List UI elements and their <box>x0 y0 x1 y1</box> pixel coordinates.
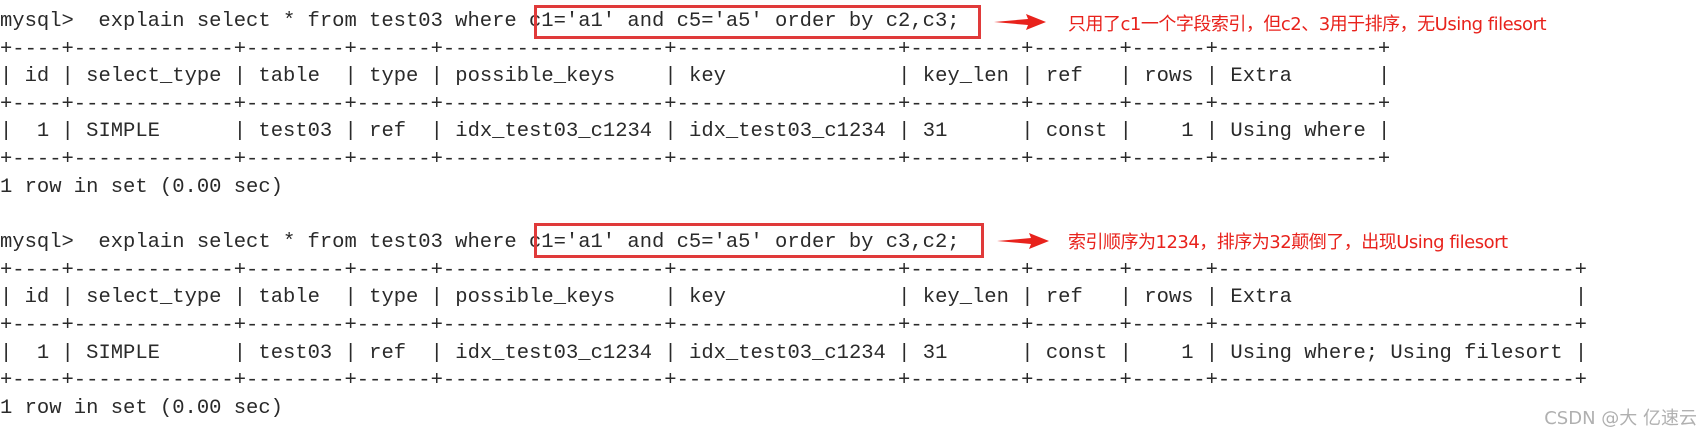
table-header-row: | id | select_type | table | type | poss… <box>0 286 1588 310</box>
table-row: | 1 | SIMPLE | test03 | ref | idx_test03… <box>0 341 1588 365</box>
column-header: select_type <box>86 286 222 310</box>
column-header: key_len <box>922 65 1009 89</box>
prompt-text: mysql> explain select * from test03 wher… <box>0 231 529 255</box>
table-border: +----+-------------+--------+------+----… <box>0 313 1587 337</box>
column-header: select_type <box>86 65 222 89</box>
table-border: +----+-------------+--------+------+----… <box>0 92 1391 116</box>
red-arrow-icon <box>997 233 1049 249</box>
prompt-text: mysql> explain select * from test03 wher… <box>0 10 529 33</box>
table-border: +----+-------------+--------+------+----… <box>0 258 1587 282</box>
table-cell: Using where <box>1230 120 1366 144</box>
table-cell: 31 <box>922 120 948 144</box>
highlighted-clause: c1='a1' and c5='a5' order by c3,c2 <box>529 231 948 255</box>
result-footer: 1 row in set (0.00 sec) <box>0 175 283 199</box>
table-cell: 1 <box>1181 120 1194 144</box>
highlight-box-1 <box>534 5 981 39</box>
table-row: | 1 | SIMPLE | test03 | ref | idx_test03… <box>0 120 1391 144</box>
table-border: +----+-------------+--------+------+----… <box>0 369 1587 393</box>
column-header: Extra <box>1230 286 1292 310</box>
table-cell: idx_test03_c1234 <box>689 341 886 365</box>
column-header: table <box>258 65 320 89</box>
red-arrow-icon <box>994 14 1046 30</box>
table-border: +----+-------------+--------+------+----… <box>0 37 1391 61</box>
column-header: possible_keys <box>455 65 616 89</box>
column-header: possible_keys <box>455 286 616 310</box>
table-border: +----+-------------+--------+------+----… <box>0 147 1391 171</box>
table-cell: SIMPLE <box>86 341 160 365</box>
command-line: mysql> explain select * from test03 wher… <box>0 8 1587 36</box>
column-header: type <box>369 65 419 89</box>
column-header: ref <box>1045 286 1083 310</box>
highlight-box-2 <box>534 223 984 258</box>
column-header: key <box>689 65 726 89</box>
table-cell: idx_test03_c1234 <box>455 341 653 365</box>
column-header: rows <box>1144 286 1194 310</box>
column-header: Extra <box>1230 65 1292 89</box>
column-header: key_len <box>922 286 1009 310</box>
table-cell: idx_test03_c1234 <box>689 120 886 144</box>
column-header: type <box>369 286 419 310</box>
watermark: CSDN @大 亿速云 <box>1544 408 1697 429</box>
highlighted-clause: c1='a1' and c5='a5' order by c2,c3 <box>529 10 948 33</box>
annotation-1: 只用了c1一个字段索引，但c2、3用于排序，无Using filesort <box>1068 14 1547 35</box>
table-cell: 1 <box>1181 341 1194 365</box>
column-header: ref <box>1045 65 1083 89</box>
table-cell: test03 <box>258 120 333 144</box>
table-cell: 1 <box>36 341 50 365</box>
column-header: key <box>689 286 726 310</box>
table-cell: idx_test03_c1234 <box>455 120 653 144</box>
column-header: rows <box>1144 65 1194 89</box>
result-footer: 1 row in set (0.00 sec) <box>0 396 283 420</box>
table-cell: Using where; Using filesort <box>1230 341 1563 365</box>
table-cell: test03 <box>258 341 333 365</box>
column-header: table <box>258 286 320 310</box>
terminal-output: mysql> explain select * from test03 wher… <box>0 8 1587 422</box>
table-cell: 1 <box>36 120 50 144</box>
command-line: mysql> explain select * from test03 wher… <box>0 229 1587 257</box>
table-cell: const <box>1045 120 1108 144</box>
terminator: ; <box>947 231 960 255</box>
annotation-2: 索引顺序为1234，排序为32颠倒了，出现Using filesort <box>1068 232 1508 253</box>
table-cell: SIMPLE <box>86 120 160 144</box>
terminator: ; <box>947 10 960 33</box>
table-header-row: | id | select_type | table | type | poss… <box>0 65 1391 89</box>
table-cell: const <box>1045 341 1108 365</box>
table-cell: ref <box>369 341 407 365</box>
table-cell: 31 <box>922 341 948 365</box>
table-cell: ref <box>369 120 407 144</box>
column-header: id <box>24 65 50 89</box>
column-header: id <box>24 286 50 310</box>
